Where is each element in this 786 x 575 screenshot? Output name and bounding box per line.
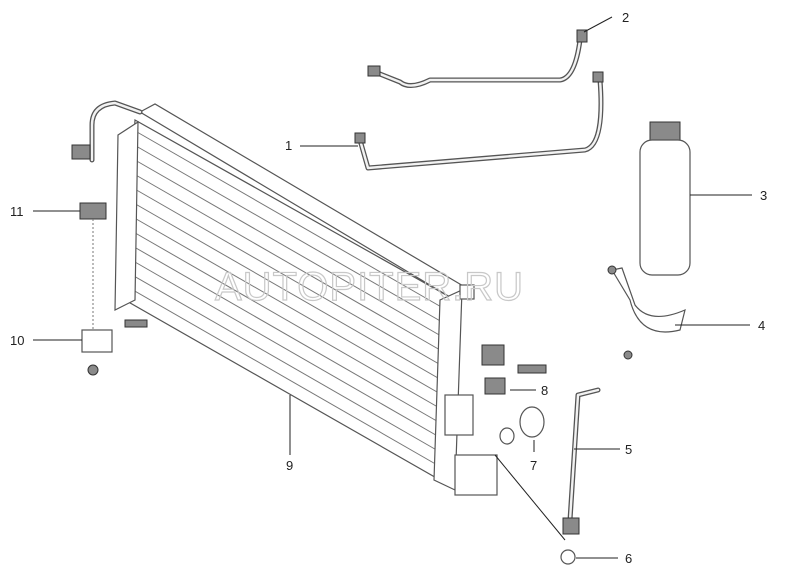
- callout-8: 8: [541, 383, 548, 398]
- watermark: AUTOPITER.RU: [215, 265, 524, 309]
- pipe-2-fitting: [576, 29, 588, 43]
- receiver-drier-body: [639, 139, 691, 276]
- callout-1: 1: [285, 138, 292, 153]
- pipe-5-nut: [562, 517, 580, 535]
- pipe-2: [372, 37, 583, 88]
- callout-2: 2: [622, 10, 629, 25]
- o-ring: [560, 549, 576, 565]
- leader-6-pipe: [494, 454, 566, 541]
- bushing-large: [519, 406, 545, 438]
- leader-lines: [33, 16, 752, 559]
- bushing: [499, 406, 545, 445]
- mount-11-body: [79, 202, 107, 220]
- callout-5: 5: [625, 442, 632, 457]
- condenser-right-bracket: [444, 394, 474, 436]
- mount-8-upper: [481, 344, 505, 366]
- callout-7: 7: [530, 458, 537, 473]
- mount-8-bolt: [517, 364, 547, 374]
- condenser-outlet-fitting: [459, 284, 475, 300]
- drier-bracket: [607, 265, 686, 360]
- condenser: [71, 100, 498, 496]
- pipe-1-end-fitting: [592, 71, 604, 83]
- mount-10-bolt: [124, 319, 148, 328]
- receiver-drier-head: [649, 121, 681, 143]
- pipe-1-fitting: [354, 132, 366, 144]
- receiver-drier: [639, 121, 691, 276]
- condenser-inlet-fitting: [71, 144, 91, 160]
- callout-6: 6: [625, 551, 632, 566]
- callout-11: 11: [10, 204, 24, 219]
- pipe-assembly-2: [367, 29, 588, 88]
- condenser-left-tank: [114, 120, 139, 311]
- drier-bracket-bolt-top: [607, 265, 617, 275]
- leader-2: [583, 16, 613, 33]
- callout-9: 9: [286, 458, 293, 473]
- condenser-fins: [125, 131, 451, 467]
- mount-11: [79, 202, 107, 330]
- callout-10: 10: [10, 333, 24, 348]
- pipe-5: [562, 387, 601, 535]
- mount-10: [81, 319, 148, 376]
- mount-8-lower: [484, 377, 506, 395]
- mount-10-body: [81, 329, 113, 353]
- mount-10-nut: [87, 364, 99, 376]
- drier-bracket-bolt-bottom: [623, 350, 633, 360]
- bushing-small: [499, 427, 515, 445]
- pipe-2-end-fitting: [367, 65, 381, 77]
- condenser-lower-bracket: [454, 454, 498, 496]
- drier-bracket-body: [611, 267, 686, 333]
- callout-3: 3: [760, 188, 767, 203]
- pipe-assembly-1: [354, 71, 604, 171]
- mount-8: [481, 344, 547, 395]
- callout-4: 4: [758, 318, 765, 333]
- callouts: 1 2 3 4 5 6 7 8 9 10 11: [10, 10, 767, 566]
- pipe-1: [357, 77, 604, 171]
